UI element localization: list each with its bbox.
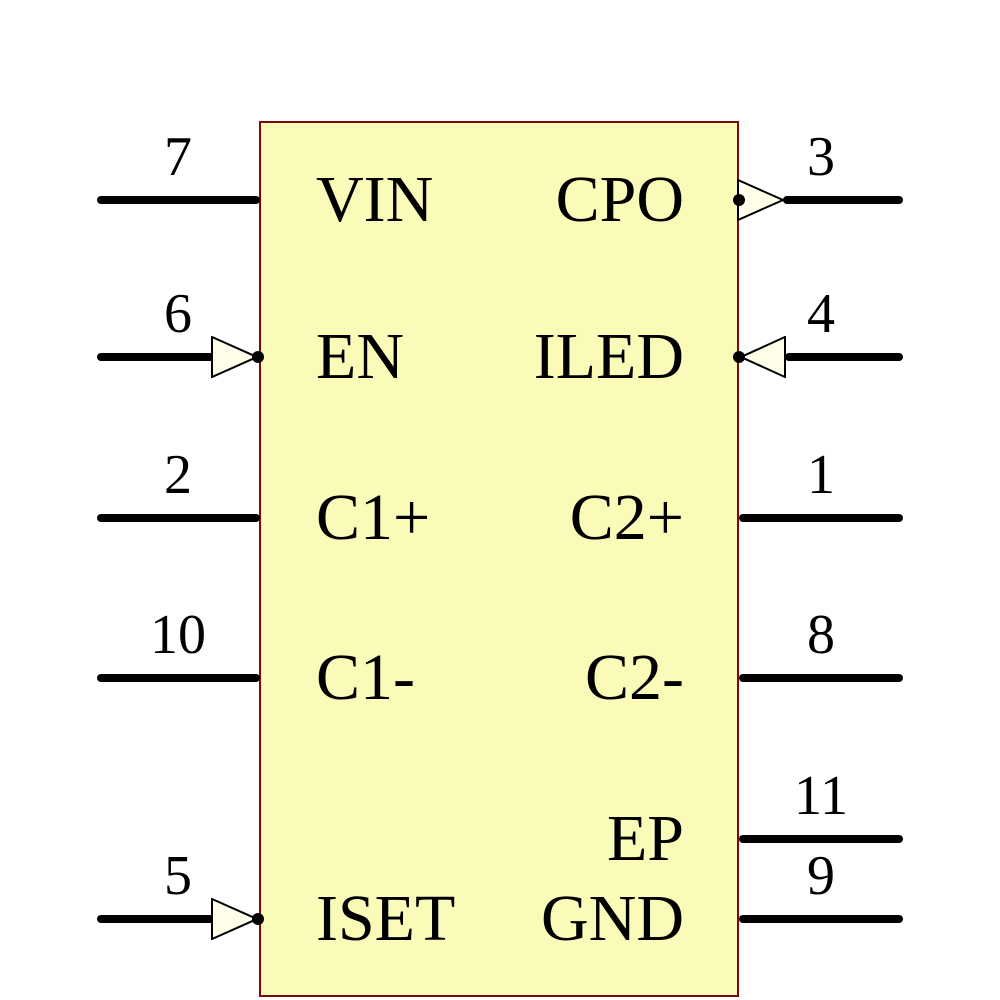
pin-junction-dot: [733, 194, 745, 206]
input-arrow-icon: [211, 898, 259, 940]
pin-7-number: 7: [164, 126, 192, 188]
pin-1-line: [739, 514, 903, 522]
pin-junction-dot: [733, 351, 745, 363]
symbol-body: [259, 121, 739, 997]
pin-11-line: [739, 835, 903, 843]
pin-ep-label: EP: [606, 802, 684, 875]
pin-4-line: [785, 353, 903, 361]
pin-5-number: 5: [164, 845, 192, 907]
pin-junction-dot: [252, 351, 264, 363]
pin-9-number: 9: [807, 845, 835, 907]
pin-9-line: [739, 915, 903, 923]
pin-4-number: 4: [807, 283, 835, 345]
pin-5-line: [97, 915, 215, 923]
pin-10-line: [97, 674, 260, 682]
pin-1-number: 1: [807, 444, 835, 506]
pin-c2minus-label: C2-: [585, 641, 684, 714]
input-arrow-icon: [211, 336, 259, 378]
pin-junction-dot: [252, 913, 264, 925]
pin-gnd-label: GND: [541, 882, 684, 955]
pin-8-number: 8: [807, 604, 835, 666]
pin-3-number: 3: [807, 126, 835, 188]
pin-3-line: [783, 196, 903, 204]
pin-c2plus-label: C2+: [569, 481, 684, 554]
pin-c1minus-label: C1-: [316, 641, 415, 714]
pin-8-line: [739, 674, 903, 682]
pin-7-line: [97, 196, 260, 204]
pin-6-number: 6: [164, 283, 192, 345]
pin-vin-label: VIN: [316, 163, 434, 236]
pin-cpo-label: CPO: [555, 163, 684, 236]
pin-2-number: 2: [164, 444, 192, 506]
pin-11-number: 11: [794, 765, 848, 827]
pin-2-line: [97, 514, 260, 522]
pin-iset-label: ISET: [316, 882, 456, 955]
pin-iled-label: ILED: [533, 320, 684, 393]
pin-en-label: EN: [316, 320, 404, 393]
pin-10-number: 10: [150, 604, 206, 666]
pin-6-line: [97, 353, 215, 361]
pin-c1plus-label: C1+: [316, 481, 431, 554]
